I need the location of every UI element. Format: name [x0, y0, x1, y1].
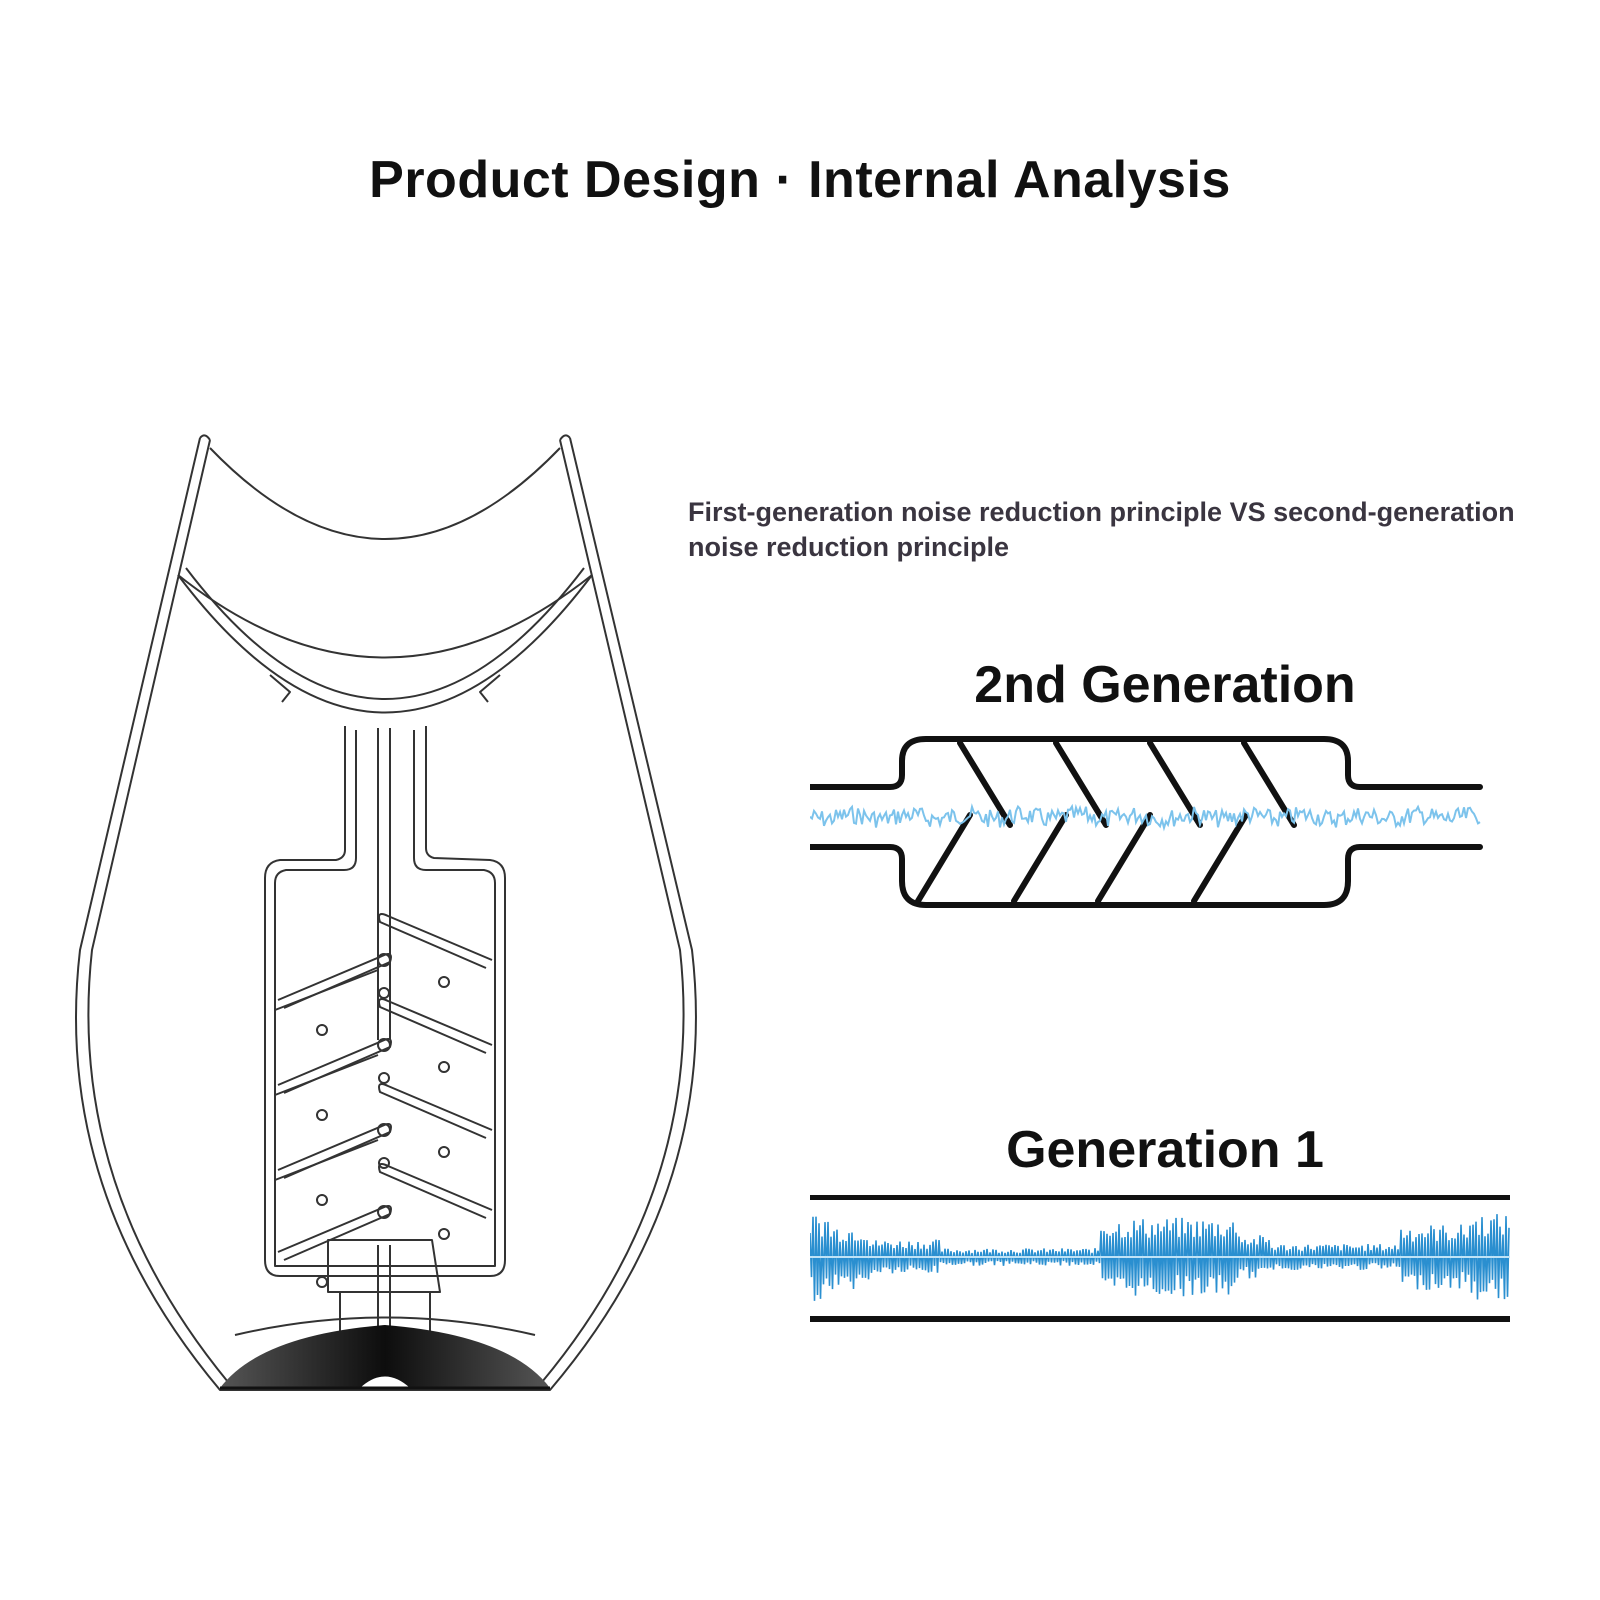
page-title: Product Design · Internal Analysis: [369, 151, 1231, 209]
gen1-heading: Generation 1: [1006, 1121, 1324, 1179]
gen2-noise-waveform: [810, 803, 1481, 832]
device-cutaway-icon: [75, 434, 697, 1391]
gen1-noise-waveform: [810, 1214, 1510, 1301]
gen2-heading: 2nd Generation: [974, 656, 1356, 714]
comparison-subtitle: First-generation noise reduction princip…: [688, 497, 1515, 562]
straight-tube-icon: [810, 1195, 1510, 1322]
baffled-muffler-icon: [810, 736, 1483, 908]
